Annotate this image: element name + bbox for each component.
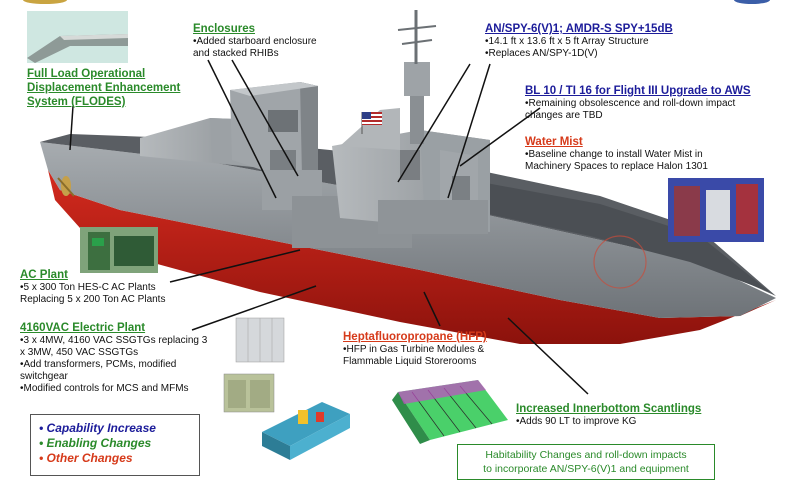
ac-plant-callout: AC Plant •5 x 300 Ton HES-C AC Plants Re…	[20, 268, 220, 306]
innerbottom-callout: Increased Innerbottom Scantlings •Adds 9…	[516, 402, 756, 428]
water-mist-line-2: Machinery Spaces to replace Halon 1301	[525, 161, 708, 172]
electric-line-4: switchgear	[20, 371, 68, 382]
logo-right-partial	[734, 0, 770, 4]
habitability-line-1: Habitability Changes and roll-down impac…	[485, 449, 687, 461]
generator-photo	[262, 402, 350, 460]
legend-enabling: • Enabling Changes	[39, 436, 152, 450]
floodes-title-2: Displacement Enhancement	[27, 82, 181, 94]
water-mist-callout: Water Mist •Baseline change to install W…	[525, 135, 785, 173]
innerbottom-title: Increased Innerbottom Scantlings	[516, 403, 702, 415]
innerbottom-line-1: •Adds 90 LT to improve KG	[516, 416, 637, 427]
enclosures-title: Enclosures	[193, 23, 255, 35]
legend-capability: • Capability Increase	[39, 421, 156, 435]
spy-line-1: •14.1 ft x 13.6 ft x 5 ft Array Structur…	[485, 36, 649, 47]
legend-box: • Capability Increase • Enabling Changes…	[30, 414, 200, 476]
water-mist-title: Water Mist	[525, 136, 583, 148]
propeller	[57, 176, 75, 197]
bl10-title: BL 10 / TI 16 for Flight III Upgrade to …	[525, 85, 751, 97]
hfp-callout: Heptafluoropropane (HFP) •HFP in Gas Tur…	[343, 330, 543, 368]
electric-plant-callout: 4160VAC Electric Plant •3 x 4MW, 4160 VA…	[20, 321, 230, 395]
ac-plant-photo	[80, 227, 158, 273]
electric-line-2: x 3MW, 450 VAC SSGTGs	[20, 347, 139, 358]
enclosures-line-1: •Added starboard enclosure	[193, 36, 317, 47]
callout-lines	[69, 59, 589, 395]
legend-enabling-text: Enabling Changes	[46, 436, 152, 450]
floodes-photo	[27, 11, 128, 63]
water-mist-line-1: •Baseline change to install Water Mist i…	[525, 149, 703, 160]
hfp-line-1: •HFP in Gas Turbine Modules &	[343, 344, 485, 355]
bl10-callout: BL 10 / TI 16 for Flight III Upgrade to …	[525, 84, 785, 122]
spy-title: AN/SPY-6(V)1; AMDR-S SPY+15dB	[485, 23, 673, 35]
hfp-title: Heptafluoropropane (HFP)	[343, 331, 487, 343]
floodes-callout: Full Load Operational Displacement Enhan…	[27, 67, 197, 109]
transformer-photo	[223, 373, 275, 413]
floodes-title-3: System (FLODES)	[27, 96, 126, 108]
bl10-line-1: •Remaining obsolescence and roll-down im…	[525, 98, 736, 109]
electric-plant-title: 4160VAC Electric Plant	[20, 322, 146, 334]
bl10-line-2: changes are TBD	[525, 110, 603, 121]
electric-line-1: •3 x 4MW, 4160 VAC SSGTGs replacing 3	[20, 335, 208, 346]
switchgear-photo	[235, 317, 285, 363]
legend-other-text: Other Changes	[46, 451, 133, 465]
innerbottom-photo	[390, 372, 512, 450]
forward-superstructure	[332, 10, 490, 234]
us-flag	[361, 112, 382, 134]
hull-underwater	[48, 170, 776, 344]
floodes-title-1: Full Load Operational	[27, 68, 146, 80]
ac-plant-line-1: •5 x 300 Ton HES-C AC Plants	[20, 282, 156, 293]
logo-left-partial	[23, 0, 67, 4]
spy-callout: AN/SPY-6(V)1; AMDR-S SPY+15dB •14.1 ft x…	[485, 22, 725, 60]
ac-plant-line-2: Replacing 5 x 200 Ton AC Plants	[20, 294, 166, 305]
legend-other: • Other Changes	[39, 451, 133, 465]
electric-line-3: •Add transformers, PCMs, modified	[20, 359, 177, 370]
habitability-box: Habitability Changes and roll-down impac…	[457, 444, 715, 480]
legend-capability-text: Capability Increase	[46, 421, 156, 435]
enclosures-callout: Enclosures •Added starboard enclosure an…	[193, 22, 373, 60]
spy-line-2: •Replaces AN/SPY-1D(V)	[485, 48, 598, 59]
hfp-line-2: Flammable Liquid Storerooms	[343, 356, 477, 367]
ac-plant-title: AC Plant	[20, 269, 68, 281]
water-mist-photo	[668, 178, 764, 242]
electric-line-5: •Modified controls for MCS and MFMs	[20, 383, 189, 394]
enclosures-line-2: and stacked RHIBs	[193, 48, 279, 59]
habitability-line-2: to incorporate AN/SPY-6(V)1 and equipmen…	[483, 463, 689, 475]
